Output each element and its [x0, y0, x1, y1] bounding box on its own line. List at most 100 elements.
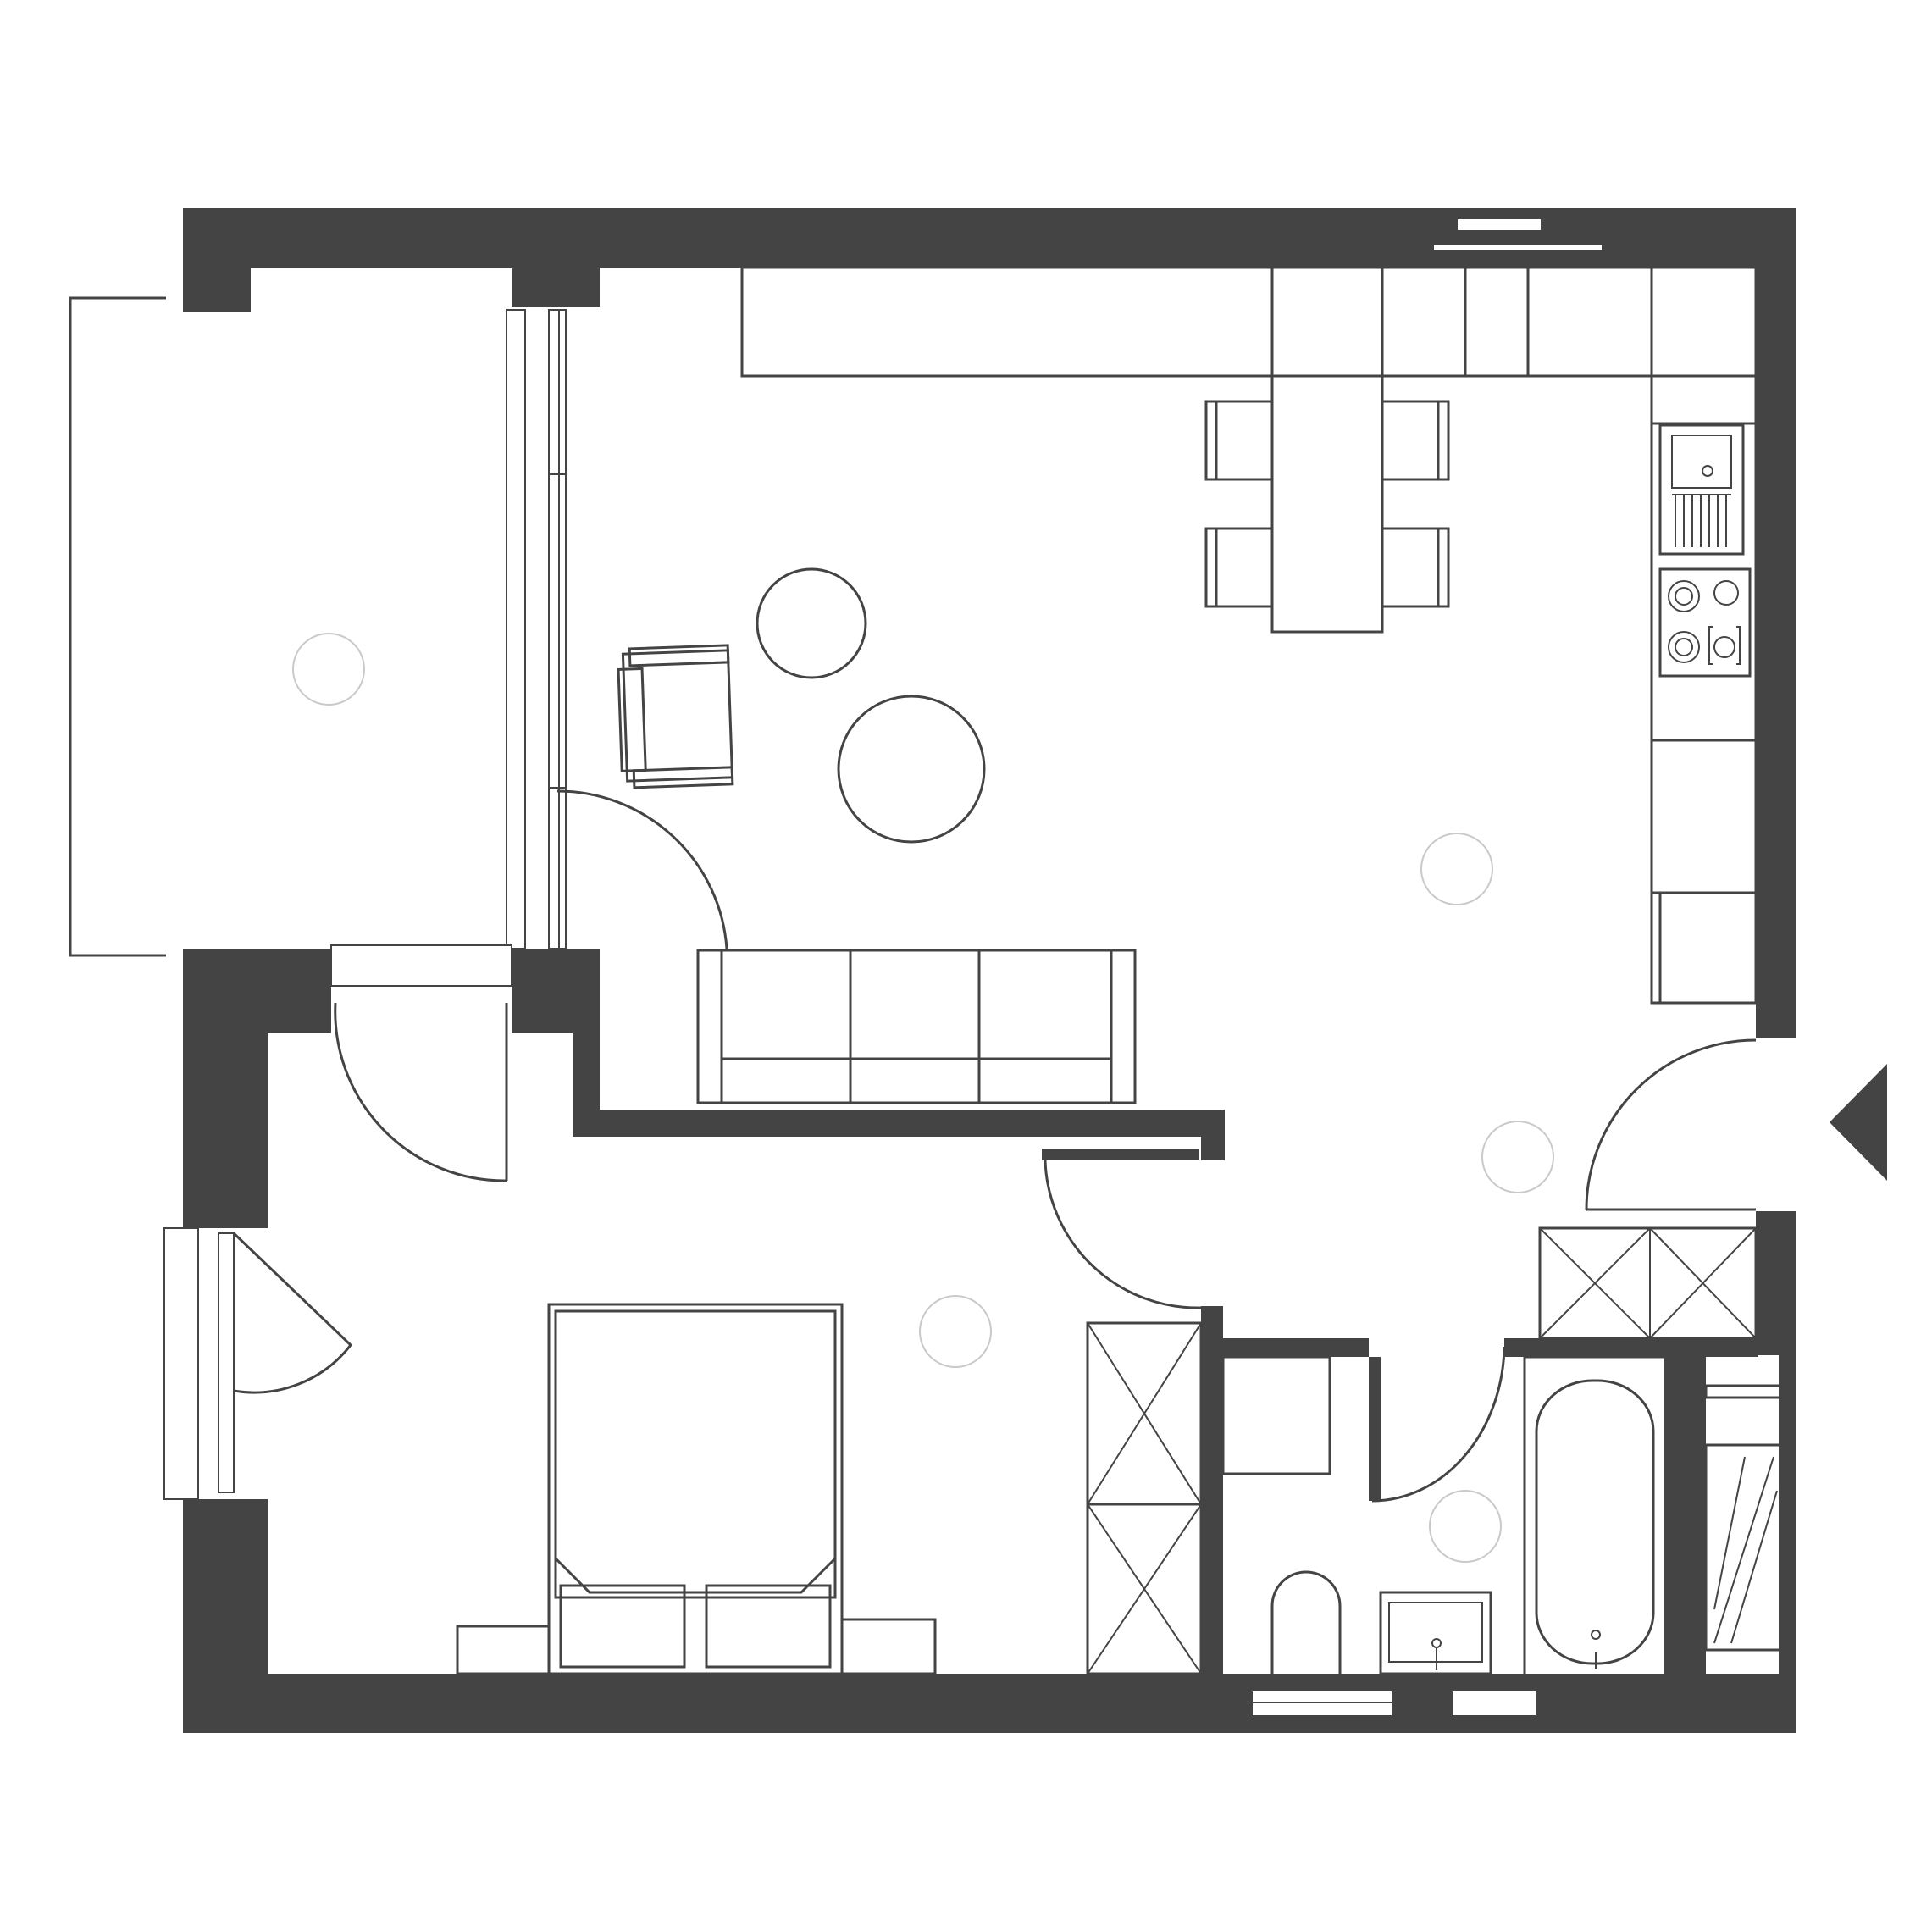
- entrance-arrow-icon: [1830, 1064, 1887, 1181]
- bed-frame: [547, 1303, 844, 1675]
- window-kitchen-top-2: [1432, 243, 1603, 252]
- bathroom-window-2: [1451, 1690, 1537, 1717]
- room-marker-living: [1420, 833, 1493, 905]
- sofa-cushion-2: [849, 949, 981, 1060]
- entrance-door-swing: [1585, 1038, 1757, 1210]
- faucet-icon: [1431, 1638, 1442, 1648]
- interior-walls: [573, 1016, 1796, 1679]
- armchair-arm-bottom: [632, 766, 734, 789]
- wall-living-bedroom-h: [573, 1110, 1225, 1137]
- bedroom-door-frame: [330, 944, 512, 987]
- wall-stub-door-top: [1042, 1149, 1199, 1160]
- hall-wardrobe: [1538, 1226, 1758, 1340]
- wall-top: [183, 208, 1792, 268]
- bedroom-window-swing: [232, 1232, 353, 1394]
- balcony: [69, 296, 567, 957]
- burner-icon-1: [1668, 580, 1700, 612]
- sofa-cushion-3: [977, 949, 1113, 1060]
- balcony-window-glass-2: [558, 309, 567, 949]
- wall-bath-top: [1504, 1338, 1758, 1357]
- top-windows: [1432, 218, 1603, 252]
- sofa-arm-right: [1110, 949, 1137, 1104]
- stool-left-1: [1204, 400, 1274, 481]
- sofa: [696, 949, 1137, 1104]
- living-kitchen: [556, 266, 1758, 1104]
- wardrobe-frame: [1086, 1321, 1203, 1675]
- bedroom-door-swing: [1044, 1160, 1202, 1309]
- bathtub-faucet-icon: [1591, 1630, 1601, 1640]
- bedroom-hall-door-swing: [334, 1002, 507, 1182]
- washing-machine: [1221, 1355, 1331, 1475]
- kitchen-cabinet-5: [1650, 266, 1758, 378]
- bedroom-window-glass: [218, 1232, 235, 1493]
- shaft-box: [1704, 1443, 1785, 1652]
- wall-bottom: [183, 1674, 1796, 1733]
- room-marker-balcony: [292, 633, 365, 706]
- bathtub: [1523, 1355, 1667, 1680]
- burner-icon-4: [1713, 636, 1735, 658]
- sofa-arm-left: [696, 949, 723, 1104]
- coffee-table-small: [756, 567, 867, 679]
- room-marker-hallway: [1481, 1121, 1554, 1193]
- nightstand-left: [456, 1625, 551, 1675]
- wall-closet-side: [1756, 1220, 1796, 1355]
- kitchen-island: [1270, 266, 1384, 634]
- burner-icon-3: [1668, 631, 1700, 663]
- double-bed: [456, 1303, 937, 1675]
- sofa-frame: [696, 949, 1137, 1104]
- kitchen-sink: [1658, 423, 1745, 556]
- wall-right-bath: [1779, 1321, 1796, 1728]
- wall-wc-stub: [1369, 1357, 1381, 1501]
- coffee-table-large: [837, 695, 986, 844]
- bedroom-wardrobe: [1086, 1321, 1203, 1675]
- bathroom-sink: [1379, 1591, 1492, 1675]
- sink-bowl: [1671, 435, 1732, 489]
- bathroom: [1221, 1346, 1785, 1717]
- wall-balcony-pier-bottom: [183, 949, 331, 1033]
- stool-right-2: [1381, 527, 1450, 608]
- cooktop: [1658, 567, 1752, 678]
- sofa-back: [720, 1057, 1113, 1104]
- kitchen-counter: [1650, 374, 1758, 1005]
- hallway: [1481, 1038, 1887, 1340]
- kitchen-cabinet-2: [1381, 266, 1467, 378]
- bathtub-outer: [1523, 1355, 1667, 1680]
- room-marker-bathroom: [1429, 1490, 1502, 1563]
- pillow-left: [559, 1584, 686, 1669]
- kitchen-cabinet-1: [1270, 266, 1384, 378]
- toilet-bowl: [1270, 1570, 1342, 1674]
- wall-balcony-pier-top: [512, 254, 600, 307]
- bedroom-window-frame: [163, 1227, 199, 1500]
- balcony-door-swing: [556, 789, 728, 949]
- stool-left-2: [1204, 527, 1274, 608]
- bar-stools: [1204, 400, 1450, 608]
- bathtub-inner: [1535, 1379, 1655, 1665]
- sink-outer: [1658, 423, 1745, 556]
- counter-end: [1658, 891, 1758, 1005]
- bath-sink-outer: [1379, 1591, 1492, 1675]
- bathroom-door-swing: [1371, 1346, 1506, 1503]
- balcony-window-frame: [506, 309, 526, 949]
- sink-drainer: [1672, 494, 1731, 547]
- wall-stub-hall: [1201, 1110, 1225, 1160]
- sofa-cushion-1: [720, 949, 852, 1060]
- wall-bedroom-bath: [1201, 1306, 1223, 1679]
- kitchen-cabinet-4: [1526, 266, 1653, 378]
- armchair: [617, 644, 734, 789]
- armchair-arm-top: [628, 644, 730, 667]
- wall-wc-top: [1223, 1338, 1369, 1357]
- armchair-body: [621, 649, 734, 783]
- wall-top-left-corner: [183, 208, 251, 312]
- tv-console: [740, 266, 1274, 378]
- burner-icon-2: [1713, 580, 1739, 606]
- shaft-hatch: [1704, 1443, 1785, 1652]
- wall-right-upper: [1756, 208, 1796, 1038]
- wall-shaft: [1665, 1357, 1706, 1679]
- bed-blanket-fold: [554, 1557, 837, 1594]
- shaft-shelf: [1704, 1384, 1785, 1399]
- sink-drain-icon: [1702, 465, 1713, 477]
- armchair-back: [617, 667, 647, 772]
- cooktop-outer: [1658, 567, 1752, 678]
- stool-right-1: [1381, 400, 1450, 481]
